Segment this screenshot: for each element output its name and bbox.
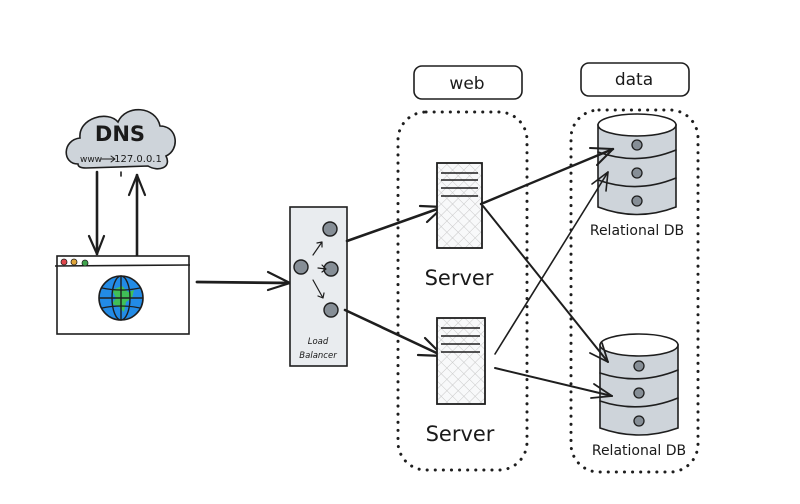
- server-1[interactable]: Server: [425, 162, 494, 290]
- arrow-server-2-to-database-1: [494, 171, 609, 355]
- group-label-web: web: [413, 65, 523, 100]
- lb-route-arrow-1-icon: [312, 241, 323, 256]
- server-1-chassis: [436, 162, 483, 249]
- database-1[interactable]: Relational DB: [590, 113, 684, 239]
- globe-icon: [98, 275, 144, 321]
- server-2[interactable]: Server: [426, 317, 495, 446]
- load-balancer-box: [289, 206, 348, 367]
- lb-input-node: [293, 259, 309, 275]
- database-1-disk-1-indicator: [631, 139, 643, 151]
- database-1-label: Relational DB: [590, 223, 684, 239]
- arrow-browser-to-load-balancer: [195, 270, 292, 292]
- browser-titlebar-divider: [54, 264, 191, 267]
- arrow-dns-to-browser: [87, 170, 106, 256]
- dns-title: DNS: [95, 122, 145, 146]
- window-close-dot: [60, 258, 68, 266]
- server-1-label: Server: [425, 266, 494, 290]
- lb-output-node-3: [323, 302, 339, 318]
- database-2-disk-separators: [599, 369, 679, 408]
- group-label-web-text: web: [449, 74, 484, 94]
- arrow-browser-to-dns: [120, 171, 147, 258]
- database-1-top: [597, 113, 677, 137]
- database-1-disk-separators: [597, 149, 677, 188]
- dns-mapping-to: 127.0.0.1: [114, 154, 162, 165]
- server-2-chassis: [436, 317, 486, 405]
- lb-route-arrow-3-icon: [312, 279, 325, 299]
- group-label-data-text: data: [615, 70, 653, 90]
- load-balancer[interactable]: Load Balancer: [289, 206, 348, 367]
- arrow-lb-to-server-1: [345, 204, 445, 243]
- arrow-server-1-to-database-2: [482, 205, 609, 363]
- browser-window[interactable]: [54, 255, 191, 335]
- arrow-server-2-to-database-2: [494, 367, 613, 399]
- server-2-label: Server: [426, 422, 495, 446]
- database-2-disk-1-indicator: [633, 360, 645, 372]
- window-minimize-dot: [70, 258, 78, 266]
- cloud-shape: [65, 108, 176, 170]
- database-2[interactable]: Relational DB: [592, 333, 686, 459]
- database-2-label: Relational DB: [592, 443, 686, 459]
- database-2-disk-3-indicator: [633, 415, 645, 427]
- dns-mapping-from: www: [80, 155, 102, 165]
- load-balancer-label-line2: Balancer: [299, 351, 337, 361]
- arrow-lb-to-server-2: [343, 308, 445, 358]
- server-1-vent-lines: [441, 172, 478, 197]
- load-balancer-label-line1: Load: [308, 337, 329, 347]
- arrow-server-1-to-database-1: [479, 147, 615, 206]
- group-label-data: data: [580, 62, 690, 97]
- lb-output-node-1: [322, 221, 338, 237]
- database-1-disk-3-indicator: [631, 195, 643, 207]
- dns-cloud[interactable]: DNS www 127.0.0.1: [65, 108, 176, 170]
- web-group-boundary: [396, 110, 529, 472]
- database-2-disk-2-indicator: [633, 387, 645, 399]
- server-2-vent-lines: [441, 327, 480, 353]
- data-group-boundary: [569, 108, 700, 474]
- dns-mapping-arrow-icon: [100, 155, 116, 163]
- window-maximize-dot: [81, 259, 89, 267]
- database-1-disk-2-indicator: [631, 167, 643, 179]
- database-2-top: [599, 333, 679, 357]
- lb-route-arrow-2-icon: [317, 264, 327, 273]
